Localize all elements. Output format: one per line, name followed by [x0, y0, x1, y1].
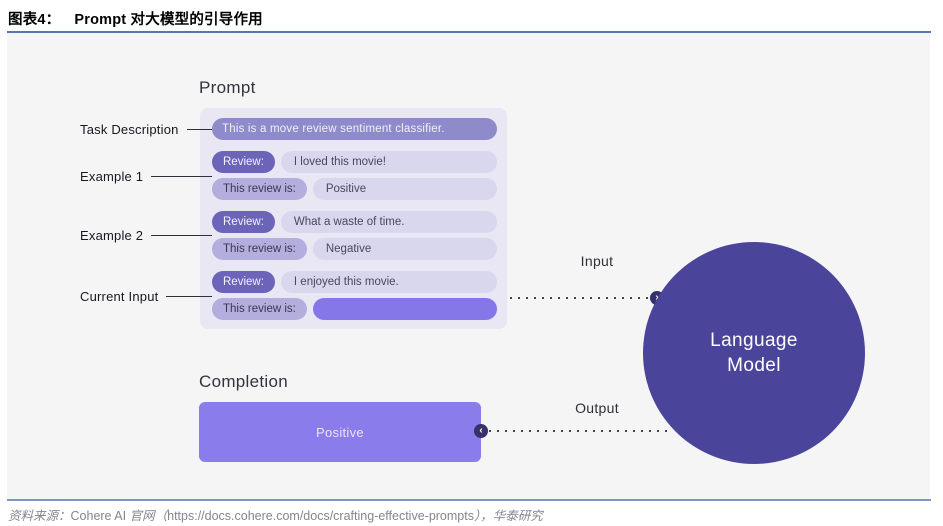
annotation-label: Task Description — [80, 121, 179, 137]
example1-review-row: Review: I loved this movie! — [212, 151, 497, 173]
output-flow-label: Output — [575, 400, 619, 416]
bottom-rule — [7, 499, 931, 501]
input-dotted-connector — [510, 297, 651, 299]
annotation-current-input: Current Input — [80, 287, 212, 305]
output-dotted-connector — [489, 430, 673, 432]
review-label-pill: Review: — [212, 151, 275, 173]
input-flow-label: Input — [580, 253, 614, 269]
sentiment-value-pill: Negative — [312, 238, 497, 260]
leader-line — [151, 234, 212, 236]
top-rule — [7, 31, 931, 33]
sentiment-label-pill: This review is: — [212, 238, 307, 260]
sentiment-label-pill: This review is: — [212, 298, 307, 320]
arrow-left-icon: ‹ — [474, 424, 488, 438]
annotation-label: Example 1 — [80, 168, 144, 184]
review-value-pill: I loved this movie! — [280, 151, 497, 173]
annotation-label: Current Input — [80, 288, 159, 304]
language-model-line2: Model — [727, 355, 781, 376]
figure-label: 图表4： — [8, 12, 61, 28]
annotation-label: Example 2 — [80, 227, 144, 243]
completion-result-bar: Positive — [199, 402, 481, 462]
language-model-circle: Language Model — [643, 242, 865, 464]
example1-sentiment-row: This review is: Positive — [212, 178, 497, 200]
source-citation: 资料来源：Cohere AI 官网（https://docs.cohere.co… — [8, 505, 543, 524]
review-label-pill: Review: — [212, 211, 275, 233]
example2-sentiment-row: This review is: Negative — [212, 238, 497, 260]
source-paren-open: （ — [154, 509, 168, 523]
task-description-row: This is a move review sentiment classifi… — [212, 118, 497, 140]
annotation-task-description: Task Description — [80, 120, 212, 138]
leader-line — [186, 128, 212, 130]
source-url: https://docs.cohere.com/docs/crafting-ef… — [167, 509, 474, 523]
review-label-pill: Review: — [212, 271, 275, 293]
source-company: Cohere AI — [70, 509, 130, 523]
current-review-row: Review: I enjoyed this movie. — [212, 271, 497, 293]
prompt-heading: Prompt — [199, 78, 256, 97]
leader-line — [166, 295, 212, 297]
review-value-pill: I enjoyed this movie. — [280, 271, 497, 293]
diagram-panel: Prompt This is a move review sentiment c… — [7, 33, 930, 499]
sentiment-label-pill: This review is: — [212, 178, 307, 200]
language-model-line1: Language — [710, 330, 798, 351]
completion-heading: Completion — [199, 372, 288, 391]
source-publisher: 华泰研究 — [492, 509, 543, 523]
prompt-box: This is a move review sentiment classifi… — [200, 108, 507, 329]
figure-title-text: Prompt 对大模型的引导作用 — [74, 12, 263, 28]
task-description-pill: This is a move review sentiment classifi… — [212, 118, 497, 140]
annotation-example-2: Example 2 — [80, 226, 212, 244]
source-paren-close: ）， — [473, 509, 493, 523]
current-sentiment-row: This review is: — [212, 298, 497, 320]
sentiment-value-pill: Positive — [312, 178, 497, 200]
review-value-pill: What a waste of time. — [280, 211, 497, 233]
figure-title: 图表4： Prompt 对大模型的引导作用 — [8, 8, 263, 29]
empty-answer-pill — [312, 298, 497, 320]
annotation-example-1: Example 1 — [80, 167, 212, 185]
example2-review-row: Review: What a waste of time. — [212, 211, 497, 233]
source-prefix: 资料来源： — [8, 509, 71, 523]
source-site-word: 官网 — [129, 509, 155, 523]
leader-line — [151, 175, 212, 177]
